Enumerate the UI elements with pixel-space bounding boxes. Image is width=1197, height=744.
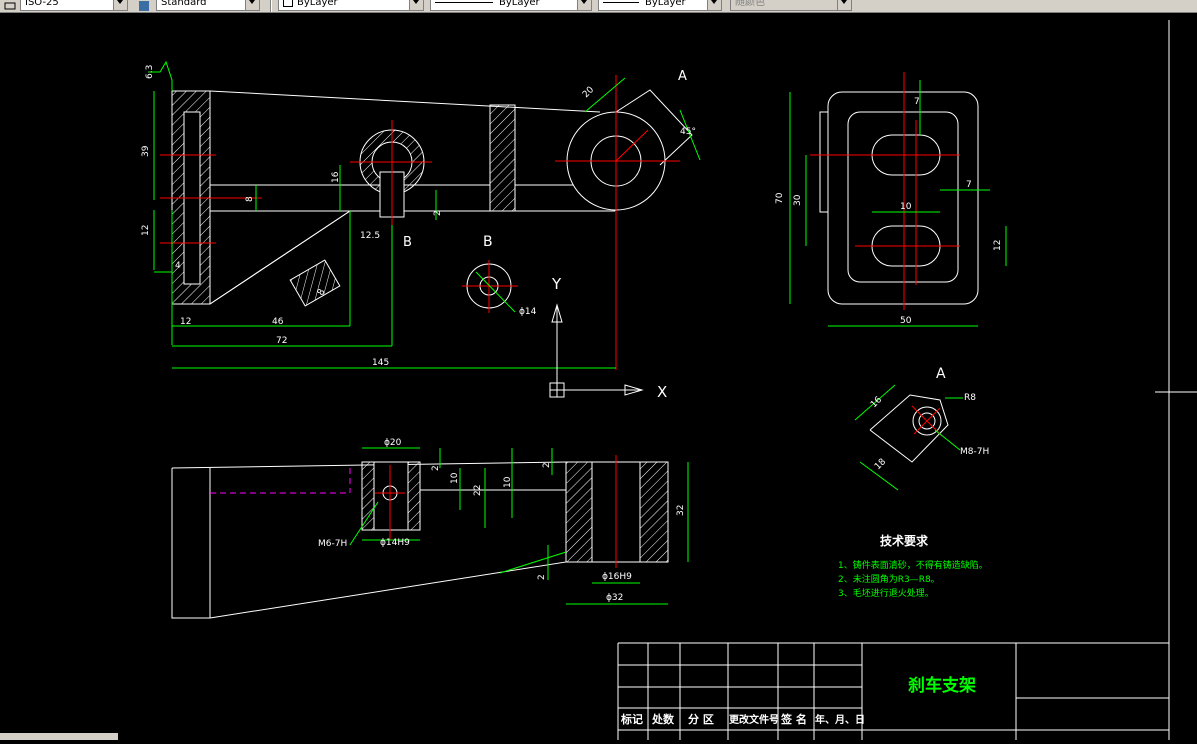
dim-50: 50 (900, 316, 912, 326)
drawing-name: 刹车支架 (908, 675, 976, 696)
rib-section (289, 259, 341, 307)
dim-20: 20 (581, 85, 596, 100)
dim-30: 30 (793, 194, 803, 206)
toolbar-separator (270, 0, 272, 12)
dim-10b: 10 (503, 476, 513, 488)
dim-18-a: 18 (873, 457, 888, 472)
chevron-down-icon[interactable] (707, 0, 721, 10)
chevron-down-icon[interactable] (113, 0, 127, 10)
dim-72: 72 (276, 336, 287, 346)
dim-46: 46 (272, 317, 284, 327)
layer-color-select[interactable]: ByLayer (278, 0, 424, 11)
dim-45deg: 45° (680, 127, 696, 137)
dim-12b: 12 (180, 317, 191, 327)
view-a: A R8 16 18 M8-7H (854, 366, 989, 491)
tb-header-mark: 标记 (620, 712, 643, 726)
notes-item-3: 3、毛坯进行退火处理。 (838, 587, 934, 599)
dim-12-5: 12.5 (360, 231, 380, 241)
dim-phi14: ϕ14 (519, 307, 537, 317)
thread-m6: M6-7H (318, 539, 347, 549)
ucs-x-label: X (657, 383, 667, 401)
dim-phi14h9: ϕ14H9 (380, 538, 410, 548)
side-view: 7 70 30 10 7 12 50 (775, 72, 1007, 327)
tb-header-date: 年、月、日 (815, 713, 865, 726)
dim-16-a: 16 (869, 395, 884, 410)
properties-toolbar: ISO-25 Standard ByLayer ByLayer ByLayer … (0, 0, 1197, 13)
dim-145: 145 (372, 358, 389, 368)
top-view: ϕ20 2 10 22 10 2 32 2 ϕ14H9 ϕ16H9 ϕ32 M6… (171, 438, 689, 619)
technical-requirements: 技术要求 1、铸件表面清砂，不得有铸造缺陷。 2、未注圆角为R3—R8。 3、毛… (838, 533, 988, 599)
dim-16: 16 (331, 171, 341, 183)
dim-2b: 2 (542, 462, 552, 468)
section-b-title: B (483, 234, 493, 250)
drawing-canvas[interactable]: 6.3 39 12 4 16 8 8 2 12.5 20 45° 12 46 7… (0, 13, 1197, 740)
view-label-b: B (403, 235, 412, 250)
front-view: 6.3 39 12 4 16 8 8 2 12.5 20 45° 12 46 7… (141, 60, 701, 370)
notes-item-2: 2、未注圆角为R3—R8。 (838, 573, 940, 585)
dim-phi32: ϕ32 (606, 593, 623, 603)
dim-39: 39 (141, 145, 151, 157)
text-style-icon[interactable] (138, 0, 150, 11)
text-style-select[interactable]: Standard (156, 0, 260, 11)
ucs-icon: Y X (549, 275, 667, 401)
tb-header-count: 处数 (651, 712, 675, 726)
lineweight-value: ByLayer (645, 0, 686, 8)
chevron-down-icon[interactable] (837, 0, 851, 10)
dim-8b: 8 (316, 287, 328, 297)
dim-12-side: 12 (993, 240, 1003, 251)
dim-r8: R8 (964, 393, 976, 403)
dimension-style-icon[interactable] (4, 0, 16, 10)
drawing-frame (1155, 20, 1197, 740)
chevron-down-icon[interactable] (409, 0, 423, 10)
dim-4: 4 (175, 261, 181, 271)
dim-22: 22 (473, 485, 483, 496)
thread-m8: M8-7H (960, 447, 989, 457)
title-block: 刹车支架 标记 处数 分 区 更改文件号 签 名 年、月、日 (617, 642, 1169, 740)
dim-12: 12 (141, 225, 151, 236)
linetype-value: ByLayer (499, 0, 540, 8)
dim-roughness: 6.3 (145, 65, 155, 79)
dim-phi16h9: ϕ16H9 (602, 572, 632, 582)
view-a-title: A (936, 366, 946, 382)
dim-phi20: ϕ20 (384, 438, 402, 448)
dim-2a: 2 (431, 465, 441, 471)
tb-header-zone: 分 区 (688, 712, 714, 726)
view-label-a: A (678, 69, 687, 84)
dim-7b: 7 (966, 180, 972, 190)
dim-10a: 10 (450, 472, 460, 484)
dim-70: 70 (775, 192, 785, 204)
dim-10: 10 (900, 202, 912, 212)
chevron-down-icon[interactable] (245, 0, 259, 10)
layer-color-value: ByLayer (297, 0, 338, 8)
notes-title: 技术要求 (880, 533, 929, 548)
lineweight-select[interactable]: ByLayer (598, 0, 722, 11)
tb-header-sign: 签 名 (780, 712, 807, 726)
tb-header-docno: 更改文件号 (729, 713, 779, 726)
linetype-select[interactable]: ByLayer (430, 0, 592, 11)
chevron-down-icon[interactable] (577, 0, 591, 10)
dimension-style-select[interactable]: ISO-25 (20, 0, 128, 11)
ucs-y-label: Y (551, 275, 562, 293)
plot-style-select[interactable]: 随颜色 (730, 0, 852, 11)
notes-item-1: 1、铸件表面清砂，不得有铸造缺陷。 (838, 559, 988, 571)
plot-style-value: 随颜色 (735, 0, 765, 8)
dim-32: 32 (676, 505, 686, 516)
text-style-value: Standard (161, 0, 207, 8)
section-b-view: B ϕ14 (462, 234, 537, 317)
dim-2c: 2 (537, 574, 547, 580)
dim-7a: 7 (914, 97, 920, 107)
dimension-style-value: ISO-25 (25, 0, 59, 8)
dim-2: 2 (433, 210, 443, 216)
status-corner (0, 733, 118, 740)
dim-8a: 8 (245, 196, 255, 202)
